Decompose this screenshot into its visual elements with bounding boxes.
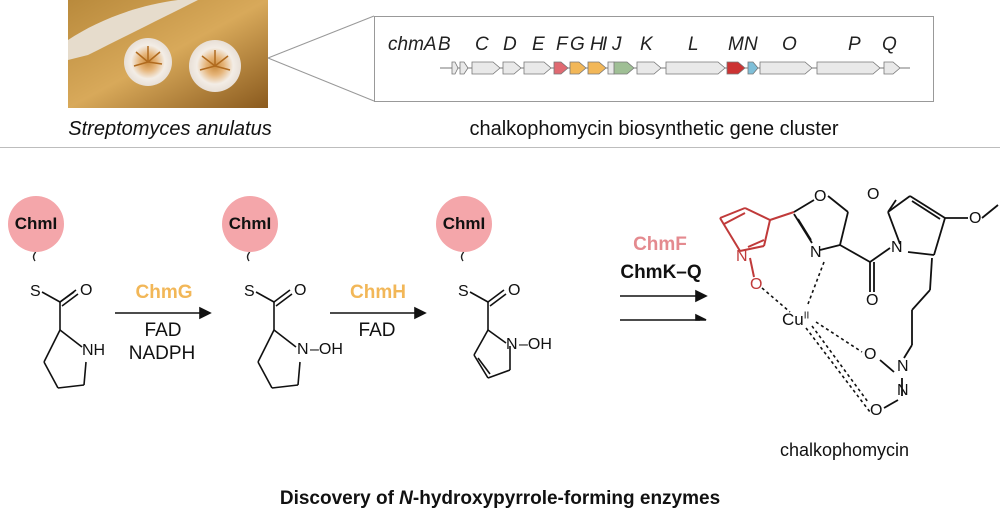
atom-o-methoxy: O — [969, 210, 982, 227]
gene-arrow-c — [471, 61, 501, 75]
atom-o-carbonyl: O — [867, 186, 880, 203]
gene-arrow-j — [613, 61, 635, 75]
carrier-protein-3: ChmI — [436, 196, 492, 252]
atom-n-2: N — [297, 341, 309, 358]
gene-arrow-n — [747, 61, 759, 75]
enzyme-chmh: ChmH — [350, 282, 406, 303]
gene-label-b: B — [438, 34, 451, 55]
atom-o-nitroso: O — [870, 402, 883, 419]
gene-label-k: K — [640, 34, 654, 55]
gene-label-o: O — [782, 34, 797, 55]
gene-arrow-f — [553, 61, 569, 75]
gene-arrows — [451, 61, 901, 75]
gene-arrow-l — [665, 61, 726, 75]
gene-label-q: Q — [882, 34, 897, 55]
gene-label-h: H — [590, 34, 604, 55]
enzyme-chmg: ChmG — [135, 282, 193, 303]
reaction-arrows — [115, 289, 708, 321]
atom-nh: NH — [82, 342, 106, 359]
atom-oh-2: –OH — [310, 341, 343, 358]
gene-arrow-k — [636, 61, 662, 75]
copper-oxidation-state: II — [803, 310, 810, 322]
gene-arrow-g — [569, 61, 587, 75]
copper-center: CuII — [782, 310, 809, 330]
gene-label-d: D — [503, 34, 517, 55]
copper-symbol: Cu — [782, 310, 804, 329]
figure-title: Discovery of N-hydroxypyrrole-forming en… — [0, 488, 1000, 510]
n-hydroxypyrrolyl-structure — [469, 291, 511, 379]
cofactor-nadph: NADPH — [128, 343, 196, 364]
enzyme-chmf: ChmF — [633, 234, 687, 255]
atom-oh-3: –OH — [519, 336, 552, 353]
title-post: -hydroxypyrrole-forming enzymes — [412, 488, 721, 509]
atom-o-oxazoline: O — [814, 188, 827, 205]
cofactor-fad-1: FAD — [144, 320, 182, 341]
atom-o-pyrrole: O — [750, 276, 763, 293]
title-italic: N — [399, 488, 413, 509]
atom-o-3: O — [508, 282, 521, 299]
carrier-protein-1: ChmI — [8, 196, 64, 252]
gene-arrow-p — [816, 61, 881, 75]
atom-o-hydroxylamine: O — [864, 346, 877, 363]
organism-caption: Streptomyces anulatus — [68, 118, 272, 140]
streptomyces-photo — [68, 0, 268, 108]
gene-label-e: E — [532, 34, 545, 55]
cofactor-fad-2: FAD — [358, 320, 396, 341]
atom-n-nitroso-1: N — [897, 358, 909, 375]
gene-label-n: N — [744, 34, 758, 55]
atom-o-1: O — [80, 282, 93, 299]
atom-o-amide: O — [866, 292, 879, 309]
gene-label-g: G — [570, 34, 585, 55]
atom-s-2: S — [244, 283, 255, 300]
enzymes-chmk-q: ChmK–Q — [620, 262, 702, 283]
gene-arrow-h — [587, 61, 607, 75]
gene-arrow-m — [726, 61, 746, 75]
title-pre: Discovery of — [279, 488, 400, 509]
atom-n-oxazoline: N — [810, 244, 822, 261]
carrier-protein-2: ChmI — [222, 196, 278, 252]
prolyl-thioester-structure — [41, 291, 87, 389]
gene-label-m: M — [728, 34, 744, 55]
gene-label-f: F — [556, 34, 569, 55]
gene-label-p: P — [848, 34, 861, 55]
atom-o-2: O — [294, 282, 307, 299]
gene-label-j: J — [611, 34, 622, 55]
gene-label-c: C — [475, 34, 489, 55]
coordination-bonds — [761, 261, 871, 413]
atom-n-pyrrolinone: N — [891, 239, 903, 256]
gene-label-l: L — [688, 34, 699, 55]
atom-s-3: S — [458, 283, 469, 300]
gene-arrow-o — [759, 61, 813, 75]
gene-cluster-panel — [374, 16, 934, 102]
gene-label-chma: chmA — [388, 34, 437, 55]
gene-arrow-e — [523, 61, 552, 75]
atom-n-pyrrole: N — [736, 248, 748, 265]
section-divider — [0, 147, 1000, 148]
gene-arrow-a — [451, 61, 459, 75]
gene-arrow-b — [459, 61, 469, 75]
n-hydroxyprolyl-structure — [255, 291, 301, 389]
atom-s-1: S — [30, 283, 41, 300]
product-name: chalkophomycin — [780, 440, 910, 460]
gene-arrow-q — [883, 61, 901, 75]
pyrrole-ring — [719, 207, 795, 278]
chalkophomycin-skeleton — [793, 195, 999, 409]
gene-cluster-caption: chalkophomycin biosynthetic gene cluster — [469, 118, 839, 140]
gene-label-i: I — [602, 34, 608, 55]
gene-arrow-d — [502, 61, 522, 75]
atom-n-3: N — [506, 336, 518, 353]
atom-n-nitroso-2: N — [897, 382, 909, 399]
